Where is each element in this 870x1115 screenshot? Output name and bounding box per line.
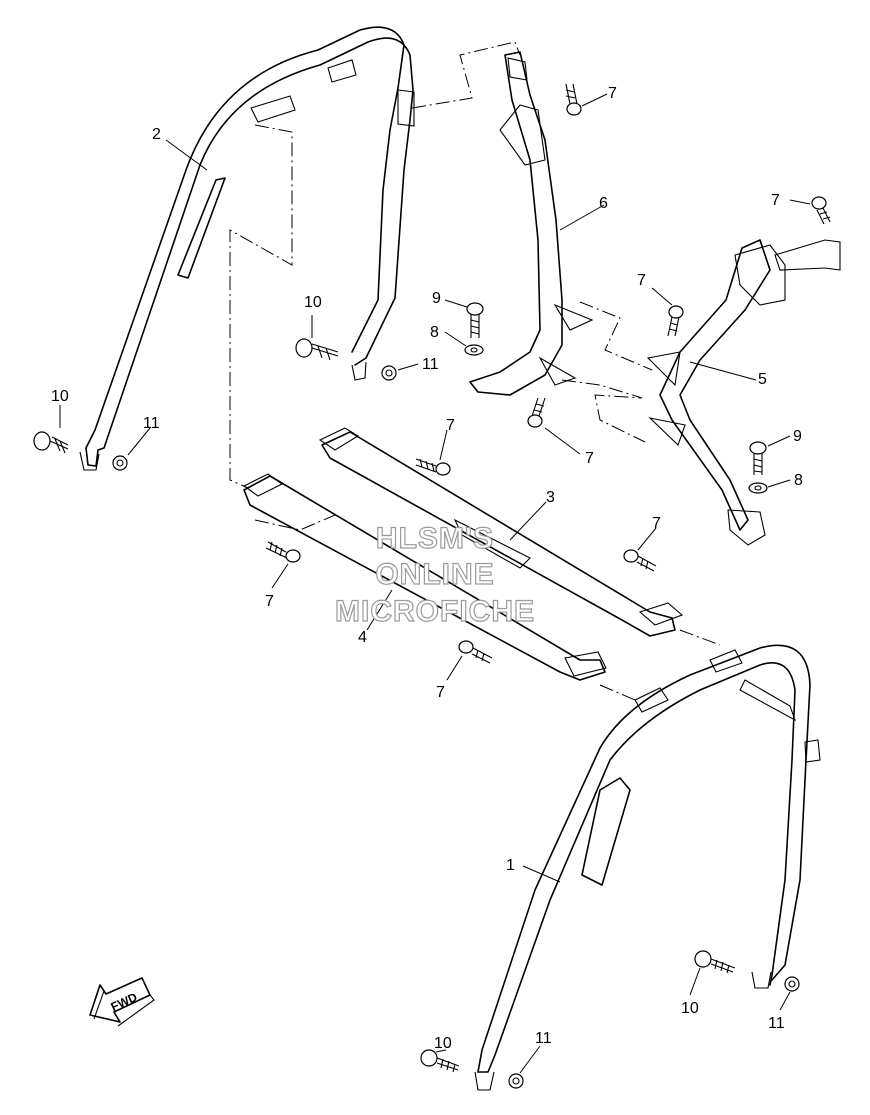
watermark-line-2: ONLINE [375, 558, 494, 591]
bolt-9-right [749, 441, 767, 475]
front-roll-bar-part-1 [474, 644, 821, 1091]
callout-7-cross-member-3-right: 7 [652, 515, 661, 532]
callout-7-top-brace: 7 [608, 85, 617, 102]
watermark-line-3: MICROFICHE [335, 595, 535, 628]
callout-9-left: 9 [432, 290, 441, 307]
callout-10-front-right: 10 [681, 1000, 699, 1017]
flange-bolt-7-right-middle [667, 305, 684, 337]
callout-10-front-left: 10 [434, 1035, 452, 1052]
callout-7-cross-member-4-right: 7 [436, 684, 445, 701]
cross-member-part-4 [242, 473, 607, 681]
nut-11-rear-right [381, 365, 397, 381]
callout-part-3: 3 [546, 489, 555, 506]
flange-bolt-7-cross-member-4-right [458, 640, 493, 664]
callout-7-right-middle: 7 [637, 272, 646, 289]
callout-part-5: 5 [758, 371, 767, 388]
watermark: HLSM'S ONLINE MICROFICHE [334, 521, 535, 628]
rear-roll-bar-part-2 [79, 26, 415, 471]
callout-9-right: 9 [793, 428, 802, 445]
callout-11-rear-left: 11 [143, 415, 160, 432]
fwd-label: FWD [109, 990, 140, 1014]
nut-11-rear-left [112, 455, 128, 471]
callout-7-cross-member-4-left: 7 [265, 593, 274, 610]
callout-7-brace-bottom: 7 [585, 450, 594, 467]
washer-8-right [748, 482, 768, 494]
nut-11-front-right [784, 976, 800, 992]
flange-bolt-7-top-brace [565, 83, 582, 116]
callout-part-6: 6 [599, 195, 608, 212]
flange-bolt-10-front-left [420, 1049, 460, 1073]
callout-11-front-left: 11 [535, 1030, 552, 1047]
callout-part-1: 1 [506, 857, 515, 874]
callout-7-right-top: 7 [771, 192, 780, 209]
brace-part-5 [646, 239, 841, 546]
watermark-line-1: HLSM'S [376, 522, 494, 555]
fwd-direction-arrow: FWD [89, 977, 155, 1027]
flange-bolt-7-cross-member-3-right [623, 549, 657, 572]
nut-11-front-left [508, 1073, 524, 1089]
callout-10-rear-left: 10 [51, 388, 69, 405]
flange-bolt-10-rear-left [33, 431, 69, 454]
callout-8-left: 8 [430, 324, 439, 341]
bolt-9-left [466, 302, 484, 338]
callout-11-front-right: 11 [768, 1015, 785, 1032]
leader-lines [59, 93, 811, 1074]
callout-10-rear-right: 10 [304, 294, 322, 311]
flange-bolt-10-front-right [694, 950, 736, 974]
brace-part-6 [469, 51, 594, 396]
assembly-reference-lines [229, 41, 721, 701]
flange-bolt-7-cross-member-3 [415, 458, 451, 476]
callout-8-right: 8 [794, 472, 803, 489]
flange-bolt-7-right-top [811, 196, 831, 225]
flange-bolt-10-rear-right [295, 338, 339, 361]
washer-8-left [464, 344, 484, 356]
callout-part-4: 4 [358, 629, 367, 646]
hardware [33, 83, 831, 1089]
callout-11-rear-right: 11 [422, 356, 439, 373]
flange-bolt-7-brace-bottom [527, 397, 546, 428]
callout-labels: 2 6 5 3 4 1 10 11 10 11 9 8 7 7 7 7 9 8 … [51, 85, 803, 1052]
cross-member-part-3 [318, 427, 684, 637]
callout-part-2: 2 [152, 126, 161, 143]
callout-7-cross-member-3: 7 [446, 417, 455, 434]
flange-bolt-7-cross-member-4-left [265, 541, 301, 563]
